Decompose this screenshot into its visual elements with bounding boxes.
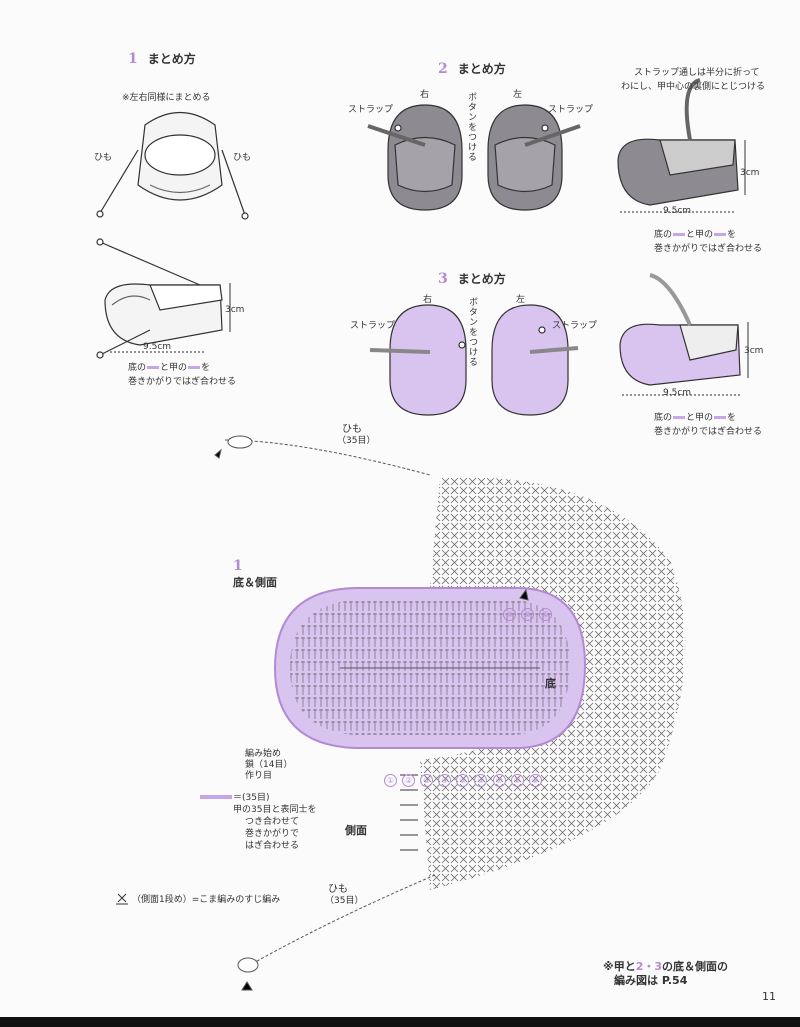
start-label-line3: 作り目 <box>245 771 273 781</box>
side-label: 側面 <box>345 824 367 837</box>
sole-round-1: ① <box>539 608 553 621</box>
sec1-instruction-line1: 底のと甲のを <box>128 363 211 373</box>
sec1-number: 1 <box>128 51 138 67</box>
bottom-edge-band <box>0 1017 800 1027</box>
side-round-4: ④ <box>438 774 452 787</box>
side-round-9: ⑨ <box>528 774 542 787</box>
sec3-right-label: 右 <box>423 295 433 305</box>
sec3-strap-right-label: ストラップ <box>552 321 598 331</box>
cord-bottom-label: ひも <box>328 884 348 895</box>
sole-round-labels: ③ ② ① <box>503 602 553 632</box>
sec1-heading: 1 まとめ方 <box>128 50 196 67</box>
side-round-7: ⑦ <box>492 774 506 787</box>
page-number: 11 <box>762 990 776 1003</box>
sec2-title: まとめ方 <box>457 62 506 76</box>
sec3-instruction-line1: 底のと甲のを <box>654 413 737 423</box>
sec2-shoes-drawing <box>367 104 581 211</box>
symbol-note: （側面1段め）=こま編みのすじ編み <box>132 895 281 905</box>
sec1-side-shoe-drawing <box>96 238 231 359</box>
sec1-title: まとめ方 <box>147 52 196 66</box>
legend-line2: つき合わせて <box>245 817 300 827</box>
sec2-width-label: 9.5cm <box>663 206 692 216</box>
sec2-side-shoe-drawing <box>617 78 746 213</box>
sole-round-3: ③ <box>503 608 516 621</box>
sole-round-2: ② <box>521 608 535 621</box>
sec1-cord-left-label: ひも <box>94 153 113 163</box>
sec3-shoes-drawing <box>369 304 579 416</box>
side-round-1: ① <box>384 774 397 787</box>
sole-label: 底 <box>545 677 556 690</box>
reference-line1: ※甲と2・3の底＆側面の <box>603 960 729 973</box>
sec1-instruction-line2: 巻きかがりではぎ合わせる <box>128 377 237 387</box>
sec3-instruction-line2: 巻きかがりではぎ合わせる <box>654 427 763 437</box>
chart-title: 底＆側面 <box>233 576 277 589</box>
sec2-note-line1: ストラップ通しは半分に折って <box>634 68 760 78</box>
sec3-button-label: ボタンをつける <box>467 297 477 367</box>
sec3-height-label: 3cm <box>744 346 764 356</box>
side-round-3: ③ <box>420 774 434 787</box>
sec1-front-shoe-drawing <box>96 112 249 220</box>
sec2-height-label: 3cm <box>740 168 760 178</box>
sec3-number: 3 <box>438 271 448 287</box>
sec2-button-label: ボタンをつける <box>466 92 476 162</box>
chart-number: 1 <box>233 558 243 574</box>
cord-bottom-count: （35目） <box>325 896 364 906</box>
crochet-chart-sole <box>273 587 587 749</box>
sec1-width-label: 9.5cm <box>143 342 172 352</box>
sec3-width-label: 9.5cm <box>663 388 692 398</box>
sec2-strap-right-label: ストラップ <box>548 105 594 115</box>
sec2-note-line2: わにし、甲中心の裏側にとじつける <box>621 82 766 92</box>
sec2-strap-left-label: ストラップ <box>348 105 394 115</box>
sec2-number: 2 <box>438 61 448 77</box>
side-row-arrows <box>400 774 418 851</box>
chart-heading: 1 <box>233 558 253 574</box>
sec3-strap-left-label: ストラップ <box>350 321 396 331</box>
crochet-chart-side-panel <box>420 477 686 890</box>
sec2-instruction-line2: 巻きかがりではぎ合わせる <box>654 244 763 254</box>
sec3-left-label: 左 <box>516 295 526 305</box>
cord-top-count: （35目） <box>337 436 376 446</box>
side-round-labels: ① ② ③ ④ ⑤ ⑥ ⑦ ⑧ ⑨ <box>384 768 542 789</box>
sec2-right-label: 右 <box>420 90 430 100</box>
side-round-8: ⑧ <box>510 774 524 787</box>
reference-line2: 編み図は P.54 <box>614 974 688 987</box>
cords-drawing <box>214 435 529 991</box>
legend-line4: はぎ合わせる <box>245 841 300 851</box>
legend-line1: 甲の35目と表同士を <box>233 805 317 815</box>
start-label-line2: 鎖（14目） <box>245 760 293 770</box>
side-round-2: ② <box>402 774 416 787</box>
legend-line3: 巻きかがりで <box>245 829 300 839</box>
side-round-6: ⑥ <box>474 774 488 787</box>
sec1-height-label: 3cm <box>225 305 245 315</box>
sec1-cord-right-label: ひも <box>233 153 252 163</box>
sec3-side-shoe-drawing <box>619 273 749 396</box>
x-stitch-symbol <box>116 893 128 905</box>
sec2-left-label: 左 <box>513 90 523 100</box>
start-label-line1: 編み始め <box>245 749 282 759</box>
sec2-heading: 2 まとめ方 <box>438 60 506 77</box>
sec3-title: まとめ方 <box>457 272 506 286</box>
sec2-instruction-line1: 底のと甲のを <box>654 230 737 240</box>
side-round-5: ⑤ <box>456 774 470 787</box>
cord-top-label: ひも <box>342 424 362 435</box>
sec3-heading: 3 まとめ方 <box>438 270 506 287</box>
legend-count: ＝(35目) <box>233 793 270 803</box>
sec1-note: ※左右同様にまとめる <box>122 93 211 103</box>
